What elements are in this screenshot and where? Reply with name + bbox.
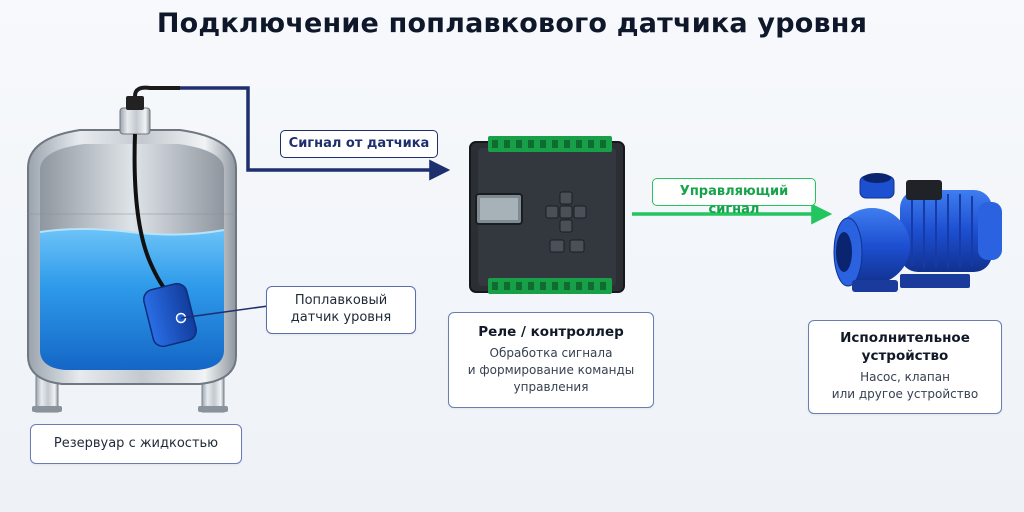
float-sensor-label: Поплавковый датчик уровня xyxy=(266,286,416,334)
float-sensor-line2: датчик уровня xyxy=(290,310,392,325)
relay-description: Реле / контроллер Обработка сигнала и фо… xyxy=(448,312,654,408)
control-signal-label: Управляющий сигнал xyxy=(652,178,816,217)
tank-illustration xyxy=(27,129,237,413)
page-title: Подключение поплавкового датчика уровня xyxy=(156,8,868,39)
sensor-signal-label: Сигнал от датчика xyxy=(280,130,438,158)
actuator-heading-line1: Исполнительное xyxy=(840,330,970,346)
relay-line3: управления xyxy=(513,380,589,394)
float-sensor-illustration xyxy=(119,85,269,348)
actuator-heading-line2: устройство xyxy=(861,348,949,364)
float-sensor-line1: Поплавковый xyxy=(294,293,388,308)
actuator-line1: Насос, клапан xyxy=(860,370,950,384)
control-signal-text: Управляющий сигнал xyxy=(679,184,789,217)
relay-illustration xyxy=(469,136,625,294)
tank-label: Резервуар с жидкостью xyxy=(30,424,242,464)
pump-illustration xyxy=(833,173,1002,292)
relay-line2: и формирование команды xyxy=(467,363,635,377)
actuator-description: Исполнительное устройство Насос, клапан … xyxy=(808,320,1002,414)
relay-line1: Обработка сигнала xyxy=(489,346,613,360)
water xyxy=(40,229,224,370)
sensor-signal-line xyxy=(180,86,451,181)
actuator-line2: или другое устройство xyxy=(831,387,979,401)
tank-label-text: Резервуар с жидкостью xyxy=(53,436,219,451)
relay-heading: Реле / контроллер xyxy=(478,324,624,340)
sensor-signal-text: Сигнал от датчика xyxy=(288,136,430,151)
